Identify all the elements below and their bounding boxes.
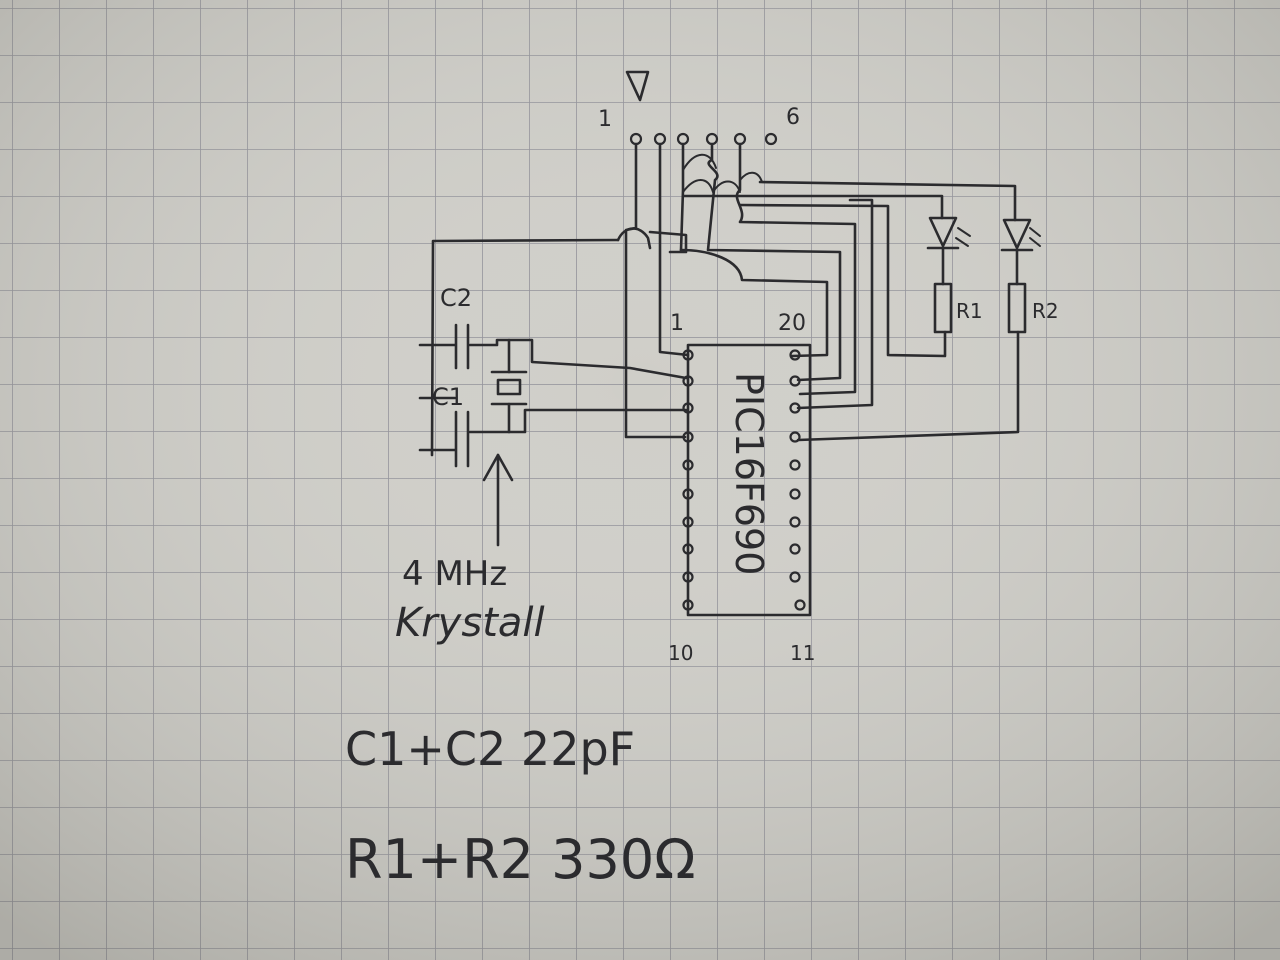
pic-chip: PIC16F690 1 20 10 11 bbox=[668, 311, 815, 665]
capacitor-value-note: C1+C2 22pF bbox=[345, 722, 635, 776]
chip-name-label: PIC16F690 bbox=[727, 372, 771, 575]
header-pin-first-label: 1 bbox=[598, 107, 612, 132]
programming-header: 1 6 bbox=[598, 70, 800, 146]
capacitor-c1: C1 bbox=[432, 383, 470, 468]
resistor-value-note: R1+R2 330Ω bbox=[345, 828, 696, 891]
chip-pin-10-label: 10 bbox=[668, 641, 693, 665]
crystal-frequency-label: 4 MHz bbox=[402, 554, 507, 594]
crystal: 4 MHz Krystall bbox=[395, 338, 545, 646]
chip-pin-1-label: 1 bbox=[670, 311, 684, 336]
header-pin-6 bbox=[764, 132, 778, 146]
chip-left-pins bbox=[682, 349, 694, 611]
chip-pin-20-label: 20 bbox=[778, 311, 806, 336]
chip-right-pins bbox=[789, 349, 806, 611]
resistor-r2: R2 bbox=[1007, 282, 1059, 334]
resistor-r1-label: R1 bbox=[956, 299, 983, 323]
header-pin1-marker bbox=[625, 70, 650, 102]
chip-pin-11-label: 11 bbox=[790, 641, 815, 665]
resistor-r2-label: R2 bbox=[1032, 299, 1059, 323]
chip-body bbox=[686, 343, 812, 617]
wiring bbox=[418, 142, 1020, 457]
capacitor-c2: C2 bbox=[440, 284, 472, 370]
header-pin-last-label: 6 bbox=[786, 105, 800, 130]
capacitor-c2-label: C2 bbox=[440, 284, 472, 312]
led-2 bbox=[1000, 218, 1041, 286]
capacitor-c1-label: C1 bbox=[432, 383, 464, 411]
resistor-r1: R1 bbox=[933, 282, 983, 334]
led-1 bbox=[926, 216, 971, 286]
crystal-name-label: Krystall bbox=[395, 600, 545, 646]
